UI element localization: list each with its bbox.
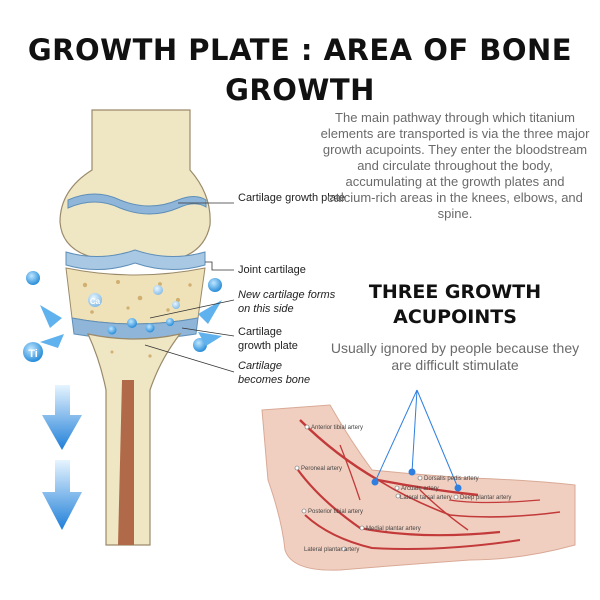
- down-arrows: [42, 385, 82, 530]
- inflow-arrows: [40, 300, 222, 348]
- label-lateral-tarsal-artery: Lateral tarsal artery: [400, 495, 452, 501]
- label-deep-plantar-artery: Deep plantar artery: [460, 495, 511, 501]
- label-arcuate-artery: Arcuate artery: [401, 486, 439, 492]
- femur: [59, 109, 211, 259]
- label-medial-plantar-artery: Medial plantar artery: [366, 526, 421, 532]
- label-posterior-tibial-artery: Posterior tibial artery: [308, 509, 363, 515]
- leader-lines: [144, 202, 235, 373]
- label-joint-cartilage: Joint cartilage: [238, 264, 306, 276]
- joint-cartilage: [65, 249, 206, 271]
- arteries: [297, 419, 561, 550]
- label-new-cartilage: New cartilage forms on this side: [238, 289, 336, 315]
- label-cartilage-growth-plate-bottom: Cartilage growth plate: [238, 326, 298, 352]
- label-dorsalis-pedis-artery: Dorsalis pedis artery: [424, 476, 479, 482]
- acupoints: [371, 468, 462, 492]
- ti-label: Ti: [28, 348, 38, 360]
- note-text: Usually ignored by people because they a…: [330, 340, 580, 373]
- subheading: THREE GROWTH ACUPOINTS: [368, 281, 542, 328]
- ca-label: Ca: [90, 297, 101, 306]
- page-title: GROWTH PLATE : AREA OF BONE GROWTH: [27, 33, 573, 107]
- label-cartilage-becomes-bone: Cartilage becomes bone: [238, 360, 311, 386]
- label-peroneal-artery: Peroneal artery: [301, 466, 342, 472]
- acupoint-lines: [374, 389, 459, 489]
- description-text: The main pathway through which titanium …: [320, 110, 590, 221]
- foot-label-dots: [294, 424, 459, 552]
- label-lateral-plantar-artery: Lateral plantar artery: [304, 547, 359, 553]
- tibia-head: [65, 267, 206, 325]
- femur-growth-plate: [67, 193, 207, 215]
- knee-illustration: Ti Ca: [23, 109, 235, 546]
- label-anterior-tibial-artery: Anterior tibial artery: [311, 425, 363, 431]
- label-cartilage-growth-plate-top: Cartilage growth plate: [238, 192, 346, 204]
- ti-particles: [23, 271, 222, 362]
- ca-particles: [88, 285, 180, 309]
- marrow-cavity: [118, 380, 134, 545]
- foot-illustration: Anterior tibial artery Peroneal artery D…: [261, 389, 576, 571]
